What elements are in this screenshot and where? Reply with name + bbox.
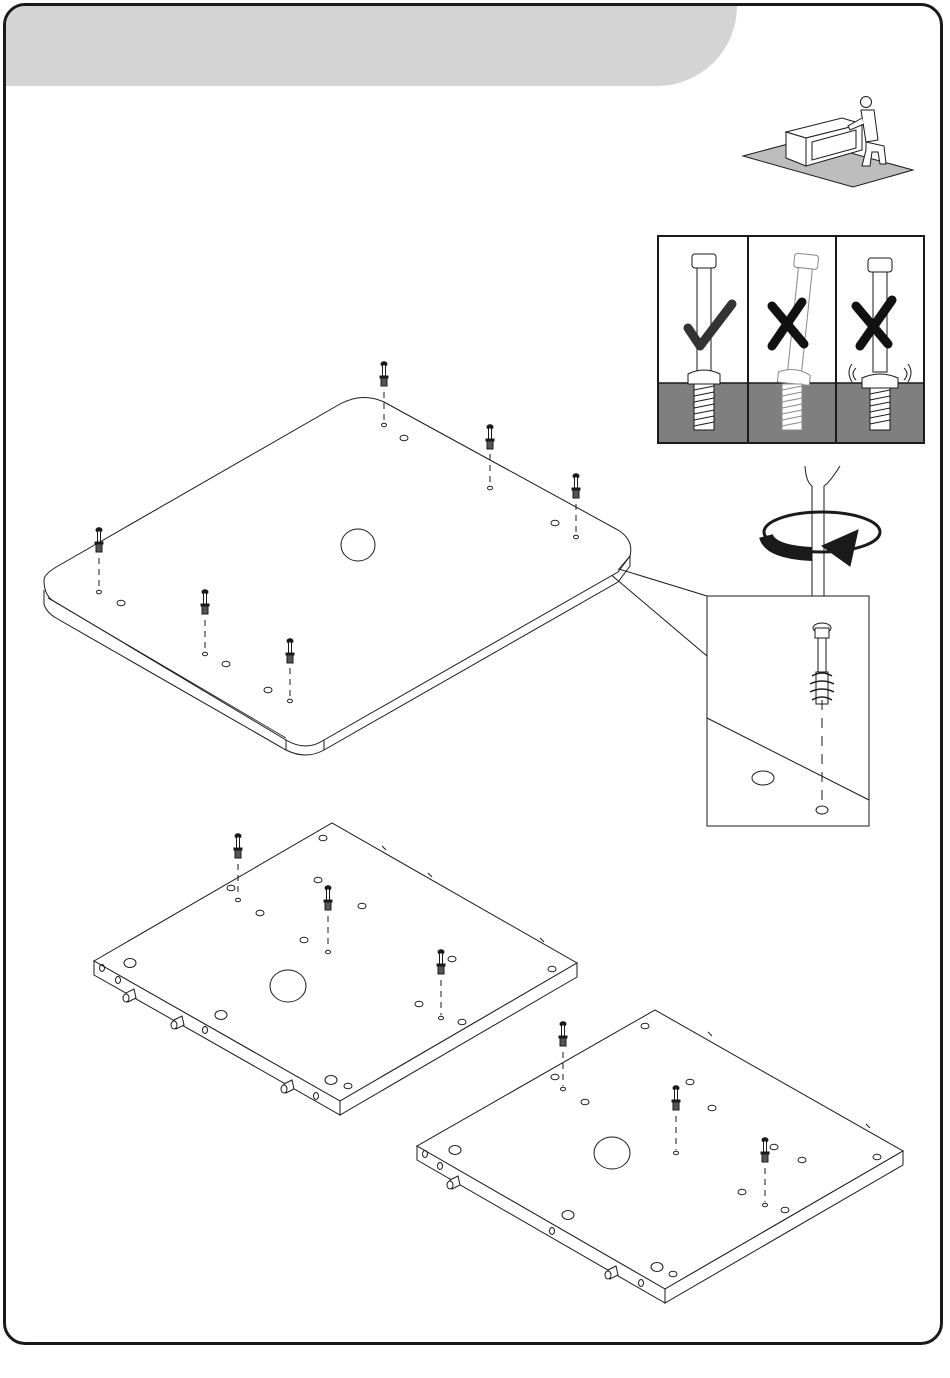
top-panel-with-cam-bolts — [44, 392, 631, 755]
side-panel-left — [94, 823, 577, 1115]
screwdriver-detail — [764, 466, 880, 612]
detail-callout — [596, 562, 869, 826]
assembly-helper-illustration — [743, 97, 913, 188]
side-panel-right — [417, 1010, 903, 1303]
screw-depth-guide — [658, 236, 924, 443]
